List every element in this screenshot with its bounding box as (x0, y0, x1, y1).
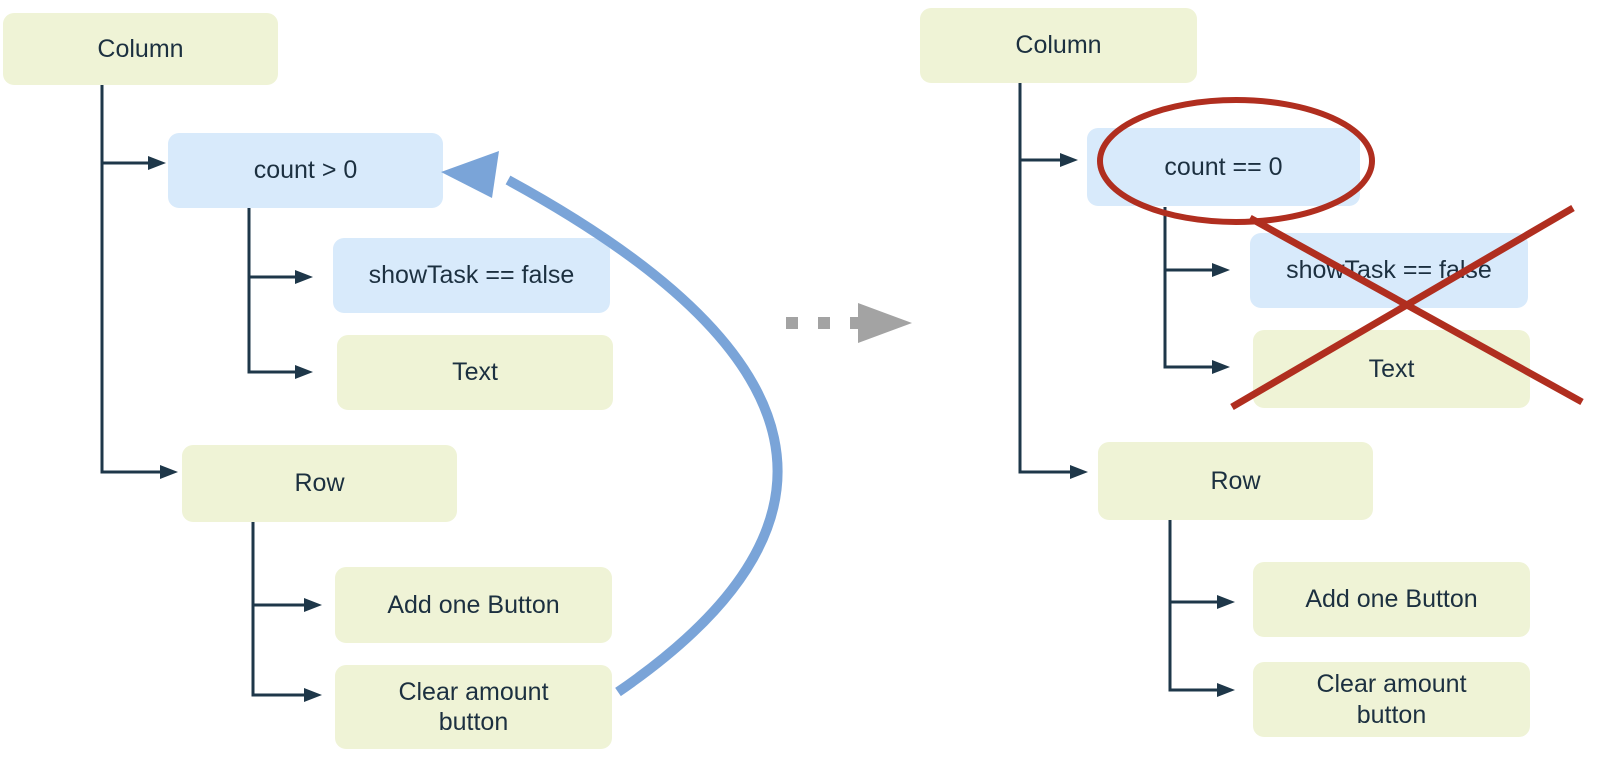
arrowhead-icon (295, 365, 313, 379)
after-clear-amount-node: Clear amount button (1253, 662, 1530, 737)
arrowhead-icon (1217, 595, 1235, 609)
before-add-one-label: Add one Button (387, 590, 560, 619)
before-showtask-node: showTask == false (333, 238, 610, 313)
after-trunk-line (1018, 83, 1070, 474)
before-text-node: Text (337, 335, 613, 410)
after-column-node: Column (920, 8, 1197, 83)
arrowhead-icon (1060, 153, 1078, 167)
arrowhead-icon (1212, 263, 1230, 277)
before-row-subtrunk-line (251, 522, 304, 697)
before-clear-amount-label: Clear amount button (398, 677, 549, 737)
after-row-subtrunk-line (1168, 520, 1217, 692)
after-condition-label: count == 0 (1164, 152, 1283, 181)
after-row-node: Row (1098, 442, 1373, 520)
before-column-node: Column (3, 13, 278, 85)
arrowhead-icon (1217, 683, 1235, 697)
before-condition-label: count > 0 (253, 156, 358, 185)
after-tree-arrowheads (1060, 153, 1235, 697)
arrowhead-icon (295, 270, 313, 284)
before-text-label: Text (452, 358, 498, 387)
before-column-label: Column (97, 34, 184, 63)
before-clear-amount-node: Clear amount button (335, 665, 612, 749)
before-trunk-line (100, 85, 162, 474)
before-add-one-node: Add one Button (335, 567, 612, 643)
after-condition-subtrunk-line (1163, 207, 1212, 369)
loop-arrow-head (441, 151, 499, 198)
after-clear-amount-label: Clear amount button (1316, 670, 1467, 729)
after-add-one-label: Add one Button (1305, 585, 1478, 614)
after-column-label: Column (1015, 31, 1102, 60)
before-row-label: Row (294, 469, 345, 498)
before-showtask-label: showTask == false (368, 261, 575, 290)
transition-arrow-head (858, 303, 912, 343)
after-add-one-node: Add one Button (1253, 562, 1530, 637)
after-row-label: Row (1210, 466, 1261, 495)
gray-dashed-arrow-icon (786, 303, 912, 343)
after-text-label: Text (1368, 354, 1415, 383)
before-tree-arrowheads (148, 156, 322, 702)
arrowhead-icon (304, 598, 322, 612)
arrowhead-icon (1070, 465, 1088, 479)
before-condition-subtrunk-line (247, 208, 295, 374)
after-condition-node: count == 0 (1087, 128, 1360, 206)
before-condition-node: count > 0 (168, 133, 443, 208)
arrowhead-icon (148, 156, 166, 170)
after-showtask-node: showTask == false (1250, 233, 1528, 308)
before-row-node: Row (182, 445, 457, 522)
arrowhead-icon (304, 688, 322, 702)
after-showtask-label: showTask == false (1286, 256, 1492, 285)
arrowhead-icon (1212, 360, 1230, 374)
arrowhead-icon (160, 465, 178, 479)
after-text-node: Text (1253, 330, 1530, 408)
